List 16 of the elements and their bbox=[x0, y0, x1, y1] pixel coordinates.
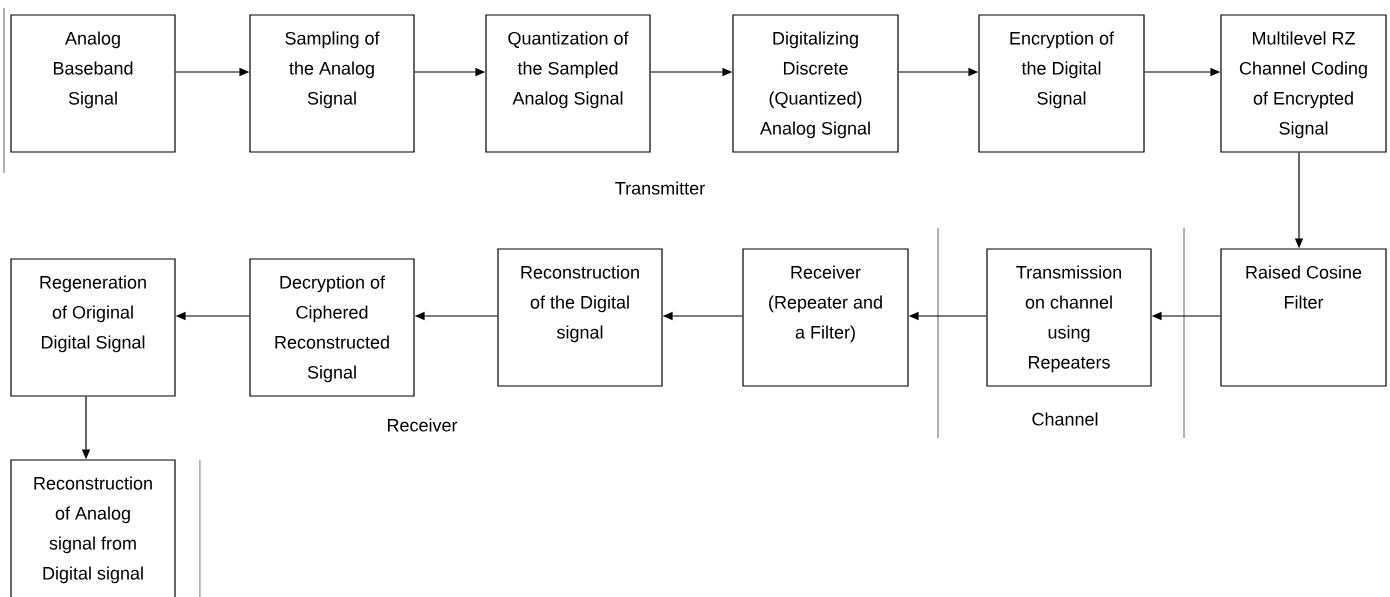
process-box: Sampling of the Analog Signal bbox=[249, 14, 415, 153]
process-box: Multilevel RZ Channel Coding of Encrypted Signal bbox=[1220, 14, 1387, 153]
process-box: Encryption of the Digital Signal bbox=[978, 14, 1145, 153]
process-box: Reconstruction of Analog signal from Digital signal bbox=[10, 459, 176, 597]
process-box: Regeneration of Original Digital Signal bbox=[10, 258, 176, 397]
process-box: Transmission on channel using Repeaters bbox=[986, 248, 1152, 387]
process-box: Digitalizing Discrete (Quantized) Analog Signal bbox=[732, 14, 899, 153]
process-box: Receiver (Repeater and a Filter) bbox=[742, 248, 909, 387]
process-box: Quantization of the Sampled Analog Signal bbox=[485, 14, 651, 153]
section-label: Channel bbox=[1032, 412, 1098, 426]
section-label: Receiver bbox=[388, 418, 458, 432]
section-label: Transmitter bbox=[615, 181, 705, 195]
process-box: Reconstruction of the Digital signal bbox=[497, 248, 663, 387]
process-box: Raised Cosine Filter bbox=[1220, 248, 1387, 387]
process-box: Decryption of Ciphered Reconstructed Signal bbox=[249, 258, 415, 397]
process-box: Analog Baseband Signal bbox=[10, 14, 176, 153]
